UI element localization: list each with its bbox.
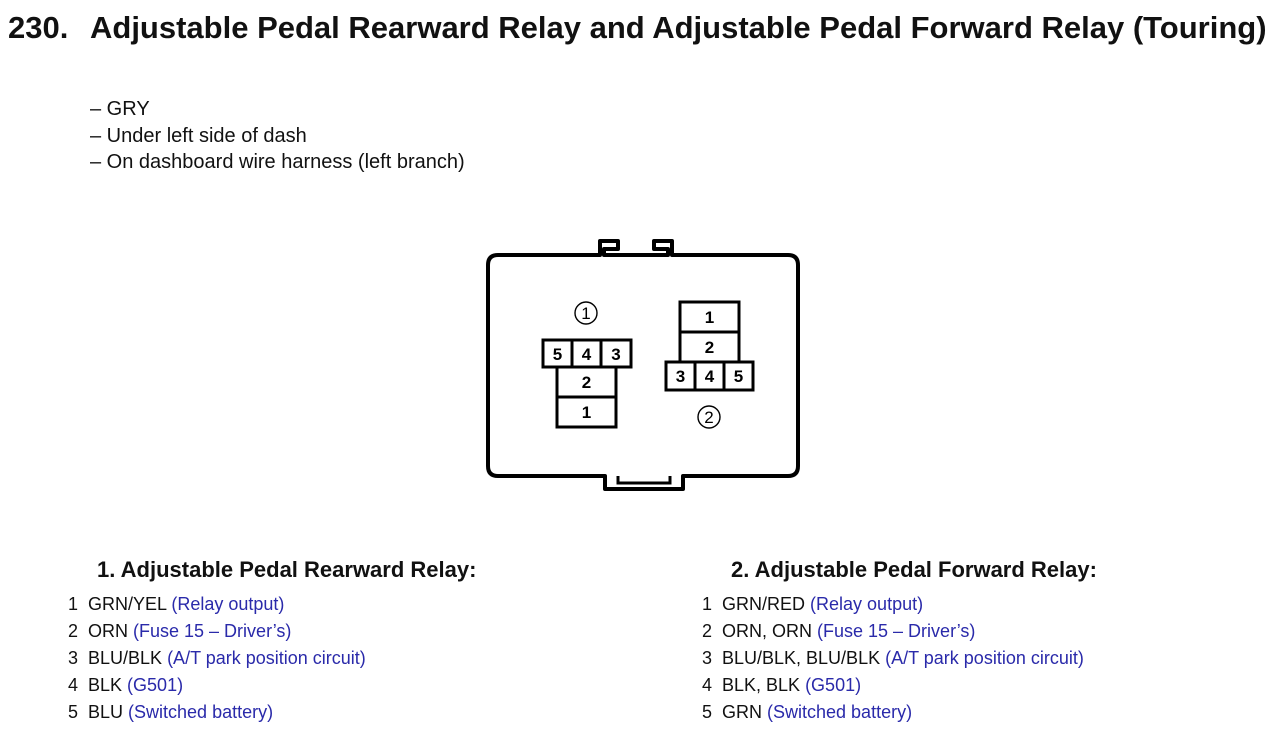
location-details: – GRY – Under left side of dash – On das… bbox=[90, 96, 465, 176]
connector-2-pin-3-label: 3 bbox=[676, 367, 685, 386]
detail-color: – GRY bbox=[90, 98, 150, 120]
pin-description: (Switched battery) bbox=[128, 702, 274, 722]
connector-1-pin-1-label: 1 bbox=[582, 403, 591, 422]
connector-1-pin-3-label: 3 bbox=[611, 345, 620, 364]
pin-row: 3 BLU/BLK, BLU/BLK (A/T park position cir… bbox=[702, 645, 1097, 672]
connector-2-pin-4-label: 4 bbox=[705, 367, 715, 386]
wire-color: BLK bbox=[88, 675, 123, 695]
pin-number: 3 bbox=[702, 648, 713, 668]
pin-row: 4 BLK, BLK (G501) bbox=[702, 672, 1097, 699]
connector-2-marker-label: 2 bbox=[704, 408, 713, 427]
bottom-tab-inner bbox=[616, 476, 672, 485]
section-title: Adjustable Pedal Rearward Relay and Adju… bbox=[90, 10, 1267, 45]
pin-number: 2 bbox=[702, 621, 713, 641]
connector-1-pin-4-label: 4 bbox=[582, 345, 592, 364]
pin-number: 3 bbox=[68, 648, 79, 668]
section-number: 230. bbox=[8, 10, 69, 45]
detail-harness: – On dashboard wire harness (left branch… bbox=[90, 151, 465, 173]
pin-number: 4 bbox=[68, 675, 79, 695]
pin-number: 4 bbox=[702, 675, 713, 695]
pin-description: (Switched battery) bbox=[767, 702, 913, 722]
pin-description: (Relay output) bbox=[171, 594, 285, 614]
relay-2-pin-list: 1 GRN/RED (Relay output) 2 ORN, ORN (Fuse … bbox=[702, 591, 1097, 726]
wire-color: BLU bbox=[88, 702, 124, 722]
pin-row: 4 BLK (G501) bbox=[68, 672, 476, 699]
connector-2-pin-5-label: 5 bbox=[734, 367, 743, 386]
connector-2-pin-1-label: 1 bbox=[705, 308, 714, 327]
wire-color: BLU/BLK, BLU/BLK bbox=[722, 648, 881, 668]
connector-2-pin-2-label: 2 bbox=[705, 338, 714, 357]
pin-row: 3 BLU/BLK (A/T park position circuit) bbox=[68, 645, 476, 672]
doc-header: 230. Adjustable Pedal Rearward Relay and… bbox=[8, 8, 1273, 48]
pin-number: 5 bbox=[702, 702, 713, 722]
pin-row: 5 BLU (Switched battery) bbox=[68, 699, 476, 726]
connector-1-pin-5-label: 5 bbox=[553, 345, 562, 364]
connector-2-marker-circle bbox=[697, 405, 721, 429]
relay-2-title: 2. Adjustable Pedal Forward Relay: bbox=[731, 557, 1097, 582]
pin-number: 1 bbox=[702, 594, 713, 614]
connector-2-pin-1-cell bbox=[678, 300, 741, 334]
pin-description: (Fuse 15 – Driver’s) bbox=[133, 621, 292, 641]
relay-1-pin-list: 1 GRN/YEL (Relay output) 2 ORN (Fuse 15 – … bbox=[68, 591, 476, 726]
wire-color: GRN bbox=[722, 702, 762, 722]
relay-connector-diagram: 1 5 4 3 2 1 1 2 3 4 5 2 bbox=[486, 239, 800, 491]
pin-description: (G501) bbox=[805, 675, 862, 695]
connector-1-pin-2-cell bbox=[555, 365, 618, 399]
pin-row: 1 GRN/RED (Relay output) bbox=[702, 591, 1097, 618]
relay-2-pinout: 2. Adjustable Pedal Forward Relay: 1 GRN/… bbox=[702, 555, 1097, 726]
connector-1-pin-1-cell bbox=[555, 395, 618, 429]
pin-row: 2 ORN, ORN (Fuse 15 – Driver’s) bbox=[702, 618, 1097, 645]
pin-number: 1 bbox=[68, 594, 79, 614]
connector-2-pin-2-cell bbox=[678, 330, 741, 364]
pin-description: (Relay output) bbox=[810, 594, 924, 614]
wire-color: ORN, ORN bbox=[722, 621, 812, 641]
relay-1-pinout: 1. Adjustable Pedal Rearward Relay: 1 GRN… bbox=[68, 555, 476, 726]
relay-1-title: 1. Adjustable Pedal Rearward Relay: bbox=[97, 557, 477, 582]
wire-color: BLU/BLK bbox=[88, 648, 163, 668]
pin-description: (G501) bbox=[127, 675, 184, 695]
pin-row: 2 ORN (Fuse 15 – Driver’s) bbox=[68, 618, 476, 645]
detail-location: – Under left side of dash bbox=[90, 124, 307, 147]
pin-description: (A/T park position circuit) bbox=[167, 648, 366, 668]
connector-1-pin-3-cell bbox=[599, 338, 633, 369]
wire-color: BLK, BLK bbox=[722, 675, 801, 695]
connector-1-marker-circle bbox=[574, 301, 598, 325]
pin-description: (A/T park position circuit) bbox=[885, 648, 1084, 668]
pin-row: 5 GRN (Switched battery) bbox=[702, 699, 1097, 726]
pin-number: 2 bbox=[68, 621, 79, 641]
connector-1-marker-label: 1 bbox=[581, 304, 590, 323]
connector-1-pin-2-label: 2 bbox=[582, 373, 591, 392]
connector-2-pin-5-cell bbox=[722, 360, 755, 392]
pin-description: (Fuse 15 – Driver’s) bbox=[817, 621, 976, 641]
wire-color: ORN bbox=[88, 621, 128, 641]
pin-number: 5 bbox=[68, 702, 79, 722]
wire-color: GRN/YEL bbox=[88, 594, 167, 614]
wire-color: GRN/RED bbox=[722, 594, 806, 614]
pin-row: 1 GRN/YEL (Relay output) bbox=[68, 591, 476, 618]
